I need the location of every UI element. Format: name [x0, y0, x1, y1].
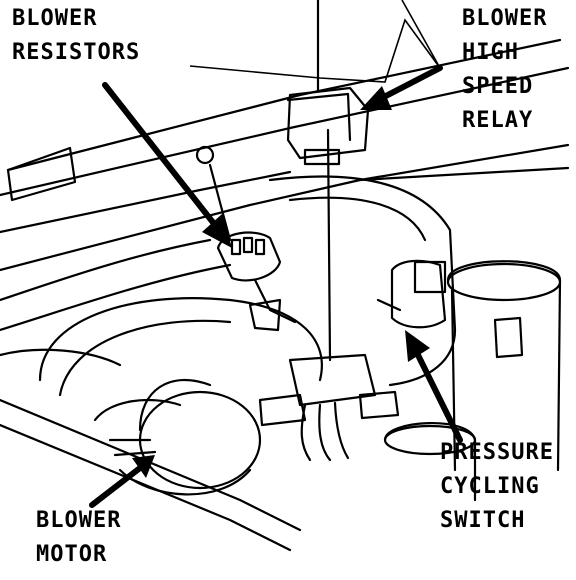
- label-line: BLOWER: [36, 508, 122, 533]
- blower-resistors-arrowhead: [202, 214, 232, 248]
- pressure-switch-arrowhead: [405, 330, 430, 362]
- label-line: MOTOR: [36, 542, 108, 567]
- accumulator-fitting: [493, 316, 524, 359]
- label-line: RESISTORS: [12, 40, 141, 65]
- label-line: PRESSURE: [440, 440, 554, 465]
- label-line: SPEED: [462, 74, 534, 99]
- label-line: BLOWER: [12, 6, 98, 31]
- cowl-panel: [6, 38, 562, 172]
- blower-motor-arrowhead: [132, 455, 155, 478]
- accumulator-top: [446, 262, 562, 302]
- blower-relay-pointer: [189, 0, 441, 83]
- label-line: CYCLING: [440, 474, 540, 499]
- label-line: SWITCH: [440, 508, 526, 533]
- resistor-terminal: [242, 236, 254, 254]
- blower-relay-box: [286, 92, 352, 142]
- resistor-bracket: [248, 298, 282, 332]
- resistor-terminal: [254, 238, 266, 256]
- reference-line: [326, 128, 332, 362]
- resistor-wire: [253, 278, 297, 324]
- pressure-switch-wire: [376, 298, 402, 312]
- resistor-wire: [208, 163, 232, 242]
- blower-motor-body: [93, 398, 182, 422]
- blower-motor-body: [138, 379, 212, 432]
- duct-housing: [0, 348, 122, 367]
- cowl-panel: [358, 166, 570, 182]
- duct-housing: [58, 319, 232, 397]
- blower-motor-body: [138, 390, 262, 490]
- blower-motor-wheel: [108, 438, 157, 457]
- resistor-terminal: [230, 238, 242, 256]
- harness-bracket: [258, 393, 307, 427]
- wire-connector: [195, 145, 215, 165]
- heater-case: [268, 175, 457, 387]
- wiring-harness: [333, 401, 350, 460]
- relay-connector: [303, 148, 341, 166]
- heater-case: [288, 196, 427, 242]
- blower-resistors-label: BLOWER RESISTORS: [12, 2, 140, 70]
- cowl-panel: [0, 170, 292, 234]
- frame-line: [0, 398, 302, 532]
- lower-canister-top: [383, 424, 477, 456]
- blower-relay-arrowhead: [360, 86, 392, 110]
- accumulator: [450, 288, 457, 472]
- wiring-harness: [288, 353, 377, 407]
- blower-motor-leader: [89, 465, 143, 508]
- pressure-switch-label: PRESSURE CYCLING SWITCH: [440, 436, 554, 538]
- label-line: HIGH: [462, 40, 519, 65]
- fender-line: [0, 238, 212, 302]
- label-line: RELAY: [462, 108, 534, 133]
- frame-line: [0, 423, 292, 552]
- label-line: BLOWER: [462, 6, 548, 31]
- cowl-panel: [6, 146, 77, 202]
- blower-relay-leader: [375, 65, 443, 103]
- blower-relay-box: [286, 86, 370, 160]
- pressure-switch-fitting: [390, 259, 447, 329]
- harness-bracket: [358, 390, 400, 420]
- cowl-panel: [0, 66, 570, 197]
- blower-relay-label: BLOWER HIGH SPEED RELAY: [462, 2, 547, 138]
- pressure-switch-leader: [415, 352, 463, 443]
- blower-resistors-leader: [102, 82, 218, 228]
- wiring-harness: [318, 403, 332, 462]
- cowl-panel: [0, 143, 570, 272]
- duct-housing: [38, 297, 323, 382]
- blower-motor-label: BLOWER MOTOR: [36, 504, 121, 572]
- fender-line: [0, 263, 232, 332]
